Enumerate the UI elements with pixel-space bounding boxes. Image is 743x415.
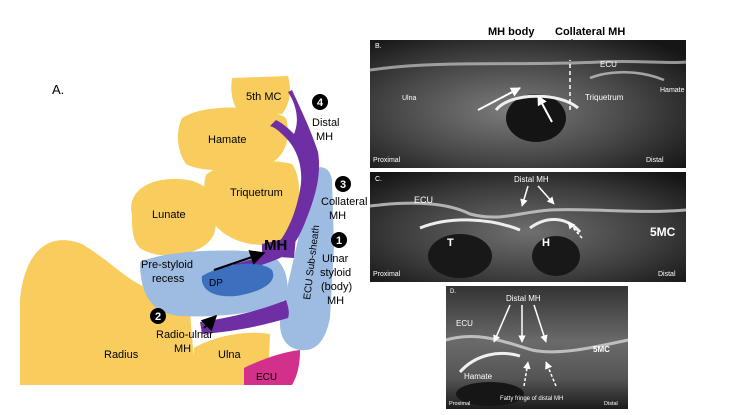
panel-b-ultrasound: MH body Collateral MH B. ECU Ulna Trique…: [370, 26, 686, 168]
ecu-label: ECU: [256, 372, 277, 383]
panel-b-proximal-label: Proximal: [373, 157, 401, 164]
radius-label: Radius: [104, 349, 139, 361]
panel-b-ulna-label: Ulna: [402, 95, 417, 102]
panel-c-ultrasound: C. Distal MH ECU T H 5MC Proximal Distal: [370, 172, 686, 282]
panel-d-hamate-label: Hamate: [464, 372, 493, 381]
collateral-label-line1: Collateral: [321, 196, 367, 208]
panel-d-5mc-label: 5MC: [593, 345, 610, 354]
panel-a-letter: A.: [52, 82, 64, 97]
panel-c-distal-label: Distal: [658, 271, 676, 278]
panel-b-letter: B.: [375, 43, 382, 50]
badge-4-number: 4: [317, 97, 324, 109]
triquetrum-bone: [204, 161, 299, 245]
ulna-label: Ulna: [218, 349, 242, 361]
ulnar-label-line1: Ulnar: [322, 253, 349, 265]
radio-ulnar-label-line1: Radio-ulnar: [156, 329, 213, 341]
badge-3-number: 3: [340, 179, 346, 191]
panel-b-triquetrum-label: Triquetrum: [585, 93, 624, 102]
badge-2-number: 2: [155, 311, 161, 323]
ulnar-label-line4: MH: [327, 295, 344, 307]
dp-label: DP: [209, 278, 223, 289]
panel-b-hamate-label: Hamate: [660, 87, 685, 94]
panel-c-triquetrum-shadow: [428, 234, 492, 278]
ulnar-label-line2: styloid: [320, 267, 351, 279]
collateral-label-line2: MH: [329, 210, 346, 222]
panel-b-ecu-label: ECU: [600, 60, 617, 69]
lunate-label: Lunate: [152, 209, 186, 221]
panel-c-proximal-label: Proximal: [373, 271, 401, 278]
panel-b-ulna-shadow: [506, 94, 566, 142]
mh-label: MH: [264, 237, 287, 254]
panel-d-distal-mh-label: Distal MH: [506, 294, 541, 303]
panel-c-distal-mh-label: Distal MH: [514, 175, 549, 184]
distal-label-line2: MH: [316, 131, 333, 143]
panel-c-hamate-shadow: [532, 236, 580, 276]
distal-label-line1: Distal: [312, 117, 340, 129]
panel-d-distal-label: Distal: [604, 401, 618, 407]
panel-a-diagram: A. 5th MC Hamate Triquetrum Lunate Radiu…: [20, 76, 367, 385]
pre-styloid-label-line2: recess: [152, 273, 185, 285]
panel-d-ecu-label: ECU: [456, 319, 473, 328]
panel-b-collateral-header: Collateral MH: [555, 26, 625, 38]
ulnar-label-line3: (body): [321, 281, 352, 293]
badge-1-number: 1: [336, 235, 342, 247]
mc5-label: 5th MC: [246, 91, 282, 103]
panel-d-ultrasound: D. Distal MH ECU 5MC Hamate Fatty fringe…: [446, 286, 628, 409]
panel-c-5mc-label: 5MC: [650, 225, 676, 239]
triquetrum-label: Triquetrum: [230, 187, 283, 199]
panel-d-proximal-label: Proximal: [449, 401, 470, 407]
pre-styloid-label-line1: Pre-styloid: [141, 259, 193, 271]
panel-c-ecu-label: ECU: [414, 195, 433, 205]
panel-b-mh-body-header: MH body: [488, 26, 535, 38]
panel-c-t-label: T: [447, 237, 454, 249]
radio-ulnar-label-line2: MH: [174, 343, 191, 355]
panel-c-letter: C.: [375, 176, 382, 183]
panel-d-fatty-fringe-label: Fatty fringe of distal MH: [500, 396, 563, 402]
panel-d-letter: D.: [450, 289, 456, 295]
panel-b-distal-label: Distal: [646, 157, 664, 164]
panel-c-h-label: H: [542, 237, 550, 249]
hamate-label: Hamate: [208, 134, 247, 146]
